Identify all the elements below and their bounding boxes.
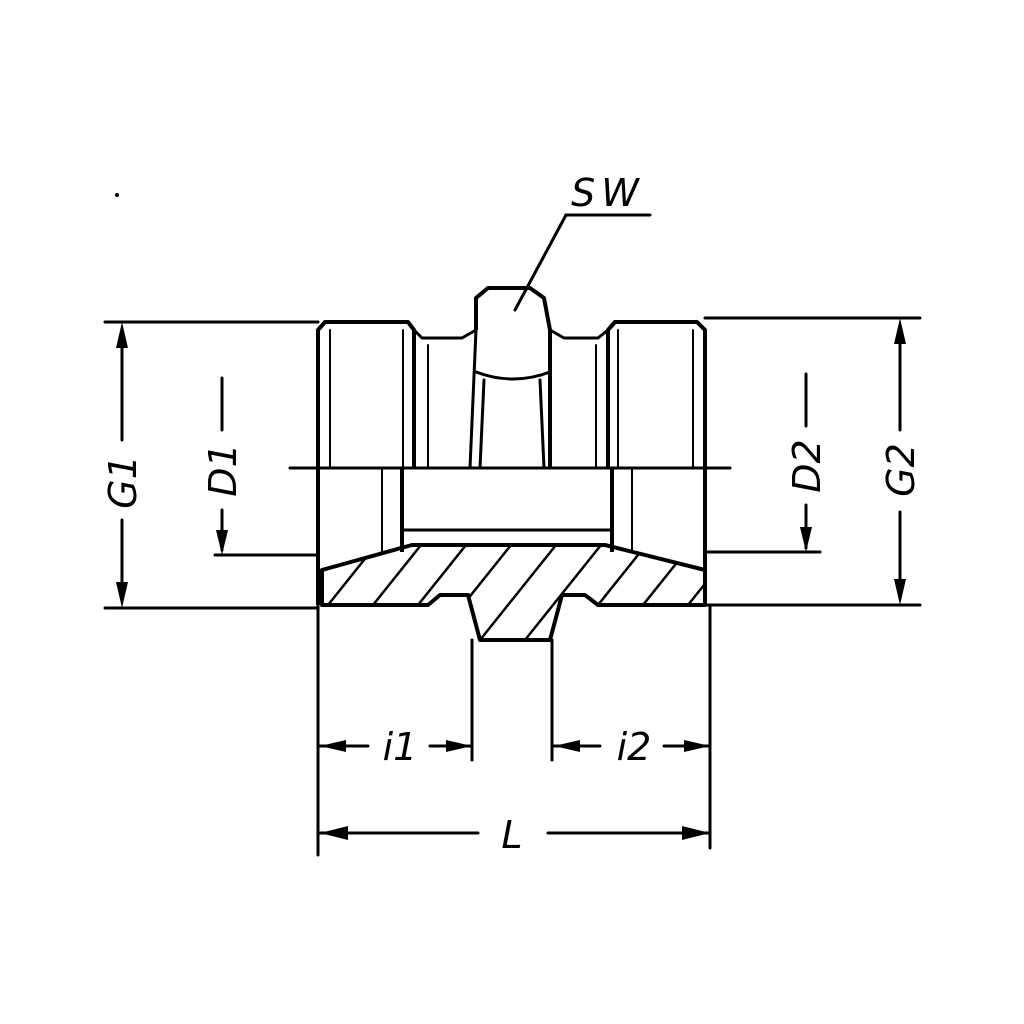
right-thread-end: [606, 320, 707, 468]
section-outline: [320, 543, 707, 642]
hex-face-curve: [474, 370, 552, 381]
g2-label: G2: [879, 443, 923, 497]
g1-dimension: G1: [101, 322, 145, 608]
sw-label: SW: [571, 171, 645, 215]
hex-face-line-left: [478, 378, 486, 470]
d1-dimension: D1: [201, 376, 245, 555]
i2-label: i2: [617, 725, 652, 769]
left-neck-top: [412, 328, 478, 340]
left-thread-end: [316, 320, 416, 468]
i2-dimension: i2: [552, 725, 710, 769]
i1-dimension: i1: [318, 725, 472, 769]
right-neck-top: [548, 328, 610, 340]
sw-callout: SW: [513, 171, 652, 312]
g2-dimension: G2: [879, 318, 923, 605]
d2-dimension: D2: [785, 372, 829, 552]
section-view: [316, 467, 707, 642]
g1-label: G1: [101, 455, 145, 509]
speck: [115, 193, 119, 197]
l-dimension: L: [318, 813, 710, 857]
fitting-body: [316, 286, 707, 470]
hex-left-edge: [468, 328, 478, 470]
section-hatching: [322, 545, 705, 640]
d2-label: D2: [785, 439, 829, 492]
i1-label: i1: [383, 725, 418, 769]
hex-face-line-right: [538, 378, 546, 470]
d1-label: D1: [201, 443, 245, 496]
l-label: L: [501, 813, 522, 857]
